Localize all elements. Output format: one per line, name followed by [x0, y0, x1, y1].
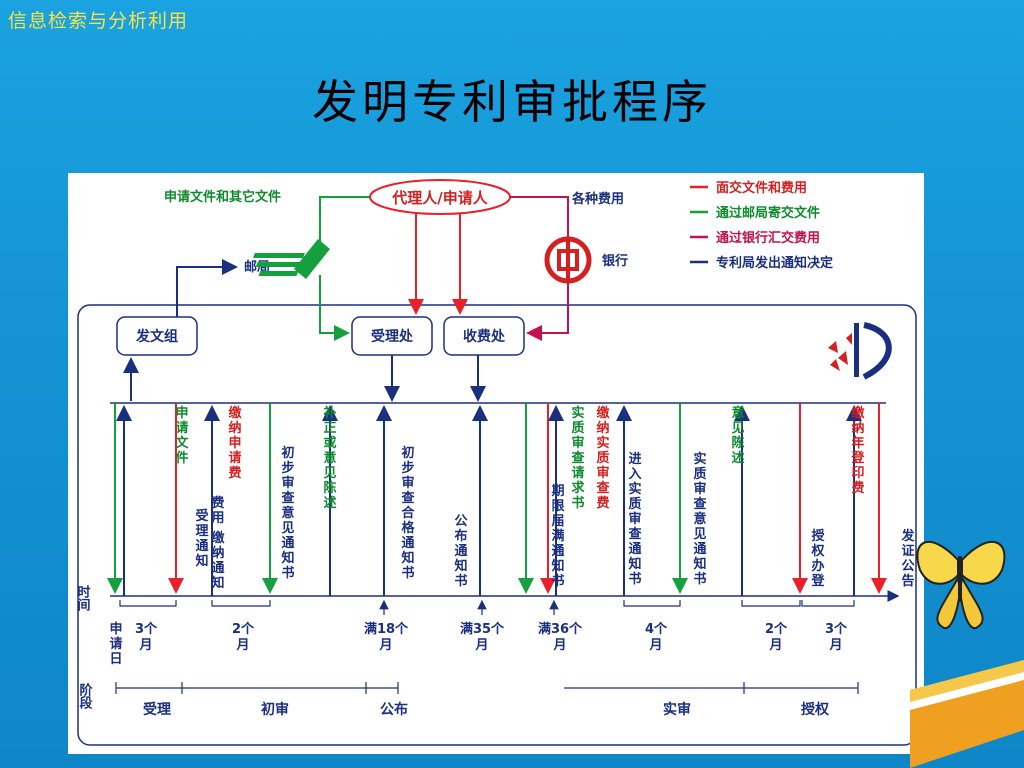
book-icon	[910, 660, 1024, 768]
event-label: 实质审查意见通知书	[692, 451, 707, 587]
stage-item: 授权	[801, 701, 830, 718]
process-diagram: 代理人/申请人 申请文件和其它文件 各种费用 邮局 银行 面交文件和费用 通过邮…	[75, 179, 917, 746]
period-label: 申请日	[109, 621, 122, 667]
legend-item: 通过邮局寄交文件	[716, 205, 820, 221]
period-label: 3个月	[135, 621, 158, 653]
course-title: 信息检索与分析利用	[8, 10, 189, 32]
fee-label: 收费处	[463, 328, 506, 345]
dispatch-label: 发文组	[135, 328, 178, 345]
stage-labels: 受理 初审 公布 实审 授权	[143, 701, 830, 718]
office-dispatch: 发文组	[116, 316, 198, 356]
event-label: 缴纳申请费	[228, 405, 242, 481]
timeline-frame	[77, 304, 917, 746]
event-label: 申请文件	[175, 405, 189, 466]
event-label: 发证公告	[900, 528, 915, 589]
accept-label: 受理处	[371, 328, 414, 345]
legend-item: 通过银行汇交费用	[716, 230, 820, 246]
butterfly-icon	[916, 540, 1006, 630]
agent-node: 代理人/申请人	[369, 179, 511, 215]
stage-item: 受理	[143, 701, 171, 718]
period-label: 4个月	[645, 621, 668, 653]
legend: 面交文件和费用 通过邮局寄交文件 通过银行汇交费用 专利局发出通知决定	[690, 180, 833, 271]
event-label: 实质审查请求书	[570, 405, 585, 511]
event-label: 缴纳实质审查费	[595, 405, 610, 511]
period-label: 2个月	[232, 621, 255, 653]
event-label: 意见陈述	[731, 405, 744, 466]
china-post-logo-icon	[253, 239, 330, 279]
event-label: 受理通知	[195, 508, 208, 569]
process-diagram-panel: 代理人/申请人 申请文件和其它文件 各种费用 邮局 银行 面交文件和费用 通过邮…	[68, 173, 924, 754]
bank-logo-icon	[544, 236, 592, 284]
legend-item: 面交文件和费用	[716, 180, 807, 196]
event-label: 公布通知书	[454, 514, 467, 589]
stage-label: 阶段	[77, 682, 93, 710]
fees-label: 各种费用	[571, 191, 624, 207]
period-brackets	[119, 599, 855, 615]
event-label: 缴纳通知	[211, 530, 225, 591]
period-label: 2个月	[765, 621, 788, 653]
event-label: 补正或意见陈述	[322, 405, 336, 511]
legend-item: 专利局发出通知决定	[716, 255, 833, 271]
docs-label: 申请文件和其它文件	[164, 189, 281, 205]
period-label: 3个月	[825, 621, 848, 653]
stage-line	[115, 682, 859, 694]
event-label: 初步审查合格通知书	[400, 445, 415, 581]
stage-item: 公布	[380, 701, 408, 718]
event-label: 初步审查意见通知书	[280, 445, 295, 581]
stage-item: 实审	[663, 701, 691, 718]
agent-label: 代理人/申请人	[391, 189, 488, 207]
event-label: 费用	[210, 495, 224, 526]
event-label: 期限届满通知书	[551, 484, 565, 589]
butterfly-book-decoration	[910, 540, 1024, 768]
period-labels: 申请日 3个月 2个月 满18个月 满35个月 满36个月 4个月 2个月 3个月	[109, 621, 848, 667]
period-label: 满35个月	[460, 621, 505, 653]
office-accept: 受理处	[351, 316, 433, 356]
axis-label: 时间	[75, 584, 91, 612]
period-label: 满36个月	[538, 621, 583, 653]
sipo-logo-icon	[828, 322, 892, 380]
stage-item: 初审	[261, 701, 289, 718]
slide-title: 发明专利审批程序	[312, 75, 712, 129]
event-label: 缴纳年登印费	[850, 405, 865, 496]
event-label: 授权办登	[810, 528, 825, 589]
office-fee: 收费处	[443, 316, 525, 356]
period-label: 满18个月	[364, 621, 409, 653]
event-lines	[107, 403, 887, 596]
flow-connectors	[123, 196, 569, 402]
bank-label: 银行	[602, 253, 628, 269]
event-label: 进入实质审查通知书	[627, 452, 642, 587]
